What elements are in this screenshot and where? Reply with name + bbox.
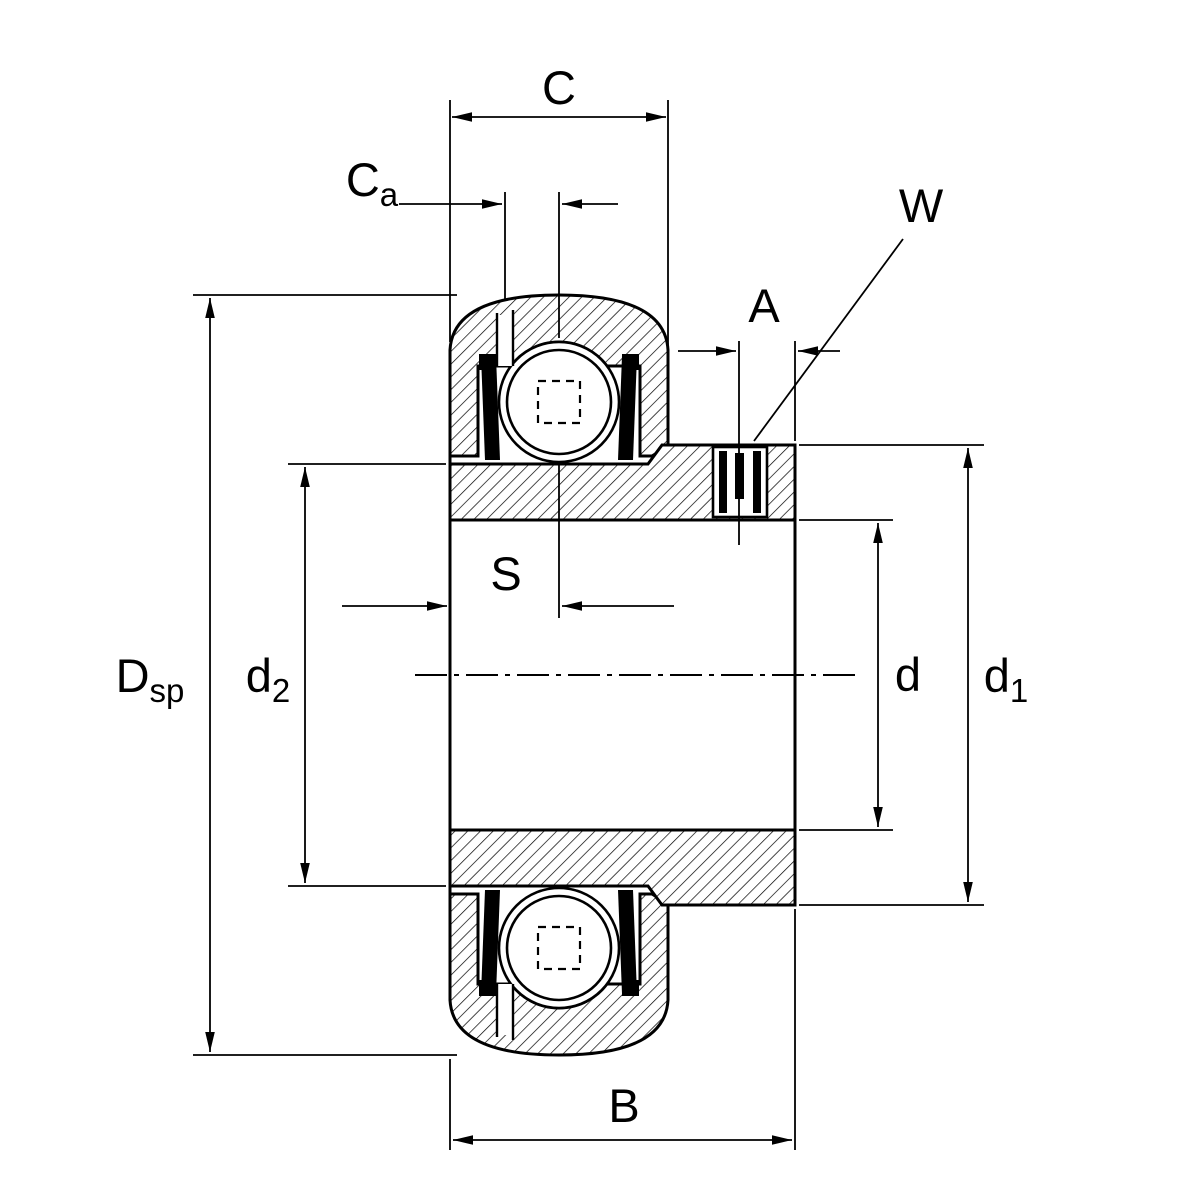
label-dsp: Dsp bbox=[116, 649, 185, 709]
bearing-top-half bbox=[448, 293, 797, 522]
label-d1: d1 bbox=[984, 649, 1029, 709]
lube-slot-bottom bbox=[497, 984, 513, 1035]
label-a: A bbox=[748, 279, 780, 332]
seal-anchor-right-top bbox=[622, 354, 639, 370]
seal-left-top bbox=[481, 356, 500, 460]
bearing-bottom-half bbox=[448, 828, 797, 1057]
seal-right-top bbox=[618, 356, 637, 460]
label-w: W bbox=[899, 179, 944, 232]
seal-anchor-left-bottom bbox=[479, 980, 496, 996]
dimension-lines bbox=[205, 112, 973, 1145]
label-ca: Ca bbox=[346, 153, 399, 213]
seal-anchor-right-bottom bbox=[622, 980, 639, 996]
label-d: d bbox=[895, 648, 921, 701]
seal-anchor-left-top bbox=[479, 354, 496, 370]
label-d2: d2 bbox=[246, 649, 291, 709]
w-leader-line bbox=[753, 238, 904, 442]
label-s: S bbox=[490, 547, 521, 600]
cage-section-top bbox=[536, 379, 582, 425]
cage-section-bottom bbox=[536, 925, 582, 971]
seal-left-bottom bbox=[481, 890, 500, 994]
setscrew-thread-left bbox=[719, 451, 727, 513]
ball-top bbox=[505, 348, 613, 456]
lube-slot-top bbox=[497, 315, 513, 366]
structural-edges bbox=[415, 350, 855, 1000]
seal-right-bottom bbox=[618, 890, 637, 994]
label-c: C bbox=[542, 61, 576, 114]
ball-bottom bbox=[505, 894, 613, 1002]
label-b: B bbox=[608, 1079, 639, 1132]
dimension-labels: C Ca W A S Dsp d2 d d1 B bbox=[116, 61, 1029, 1132]
extension-lines bbox=[193, 100, 984, 1150]
setscrew-thread-right bbox=[753, 451, 761, 513]
